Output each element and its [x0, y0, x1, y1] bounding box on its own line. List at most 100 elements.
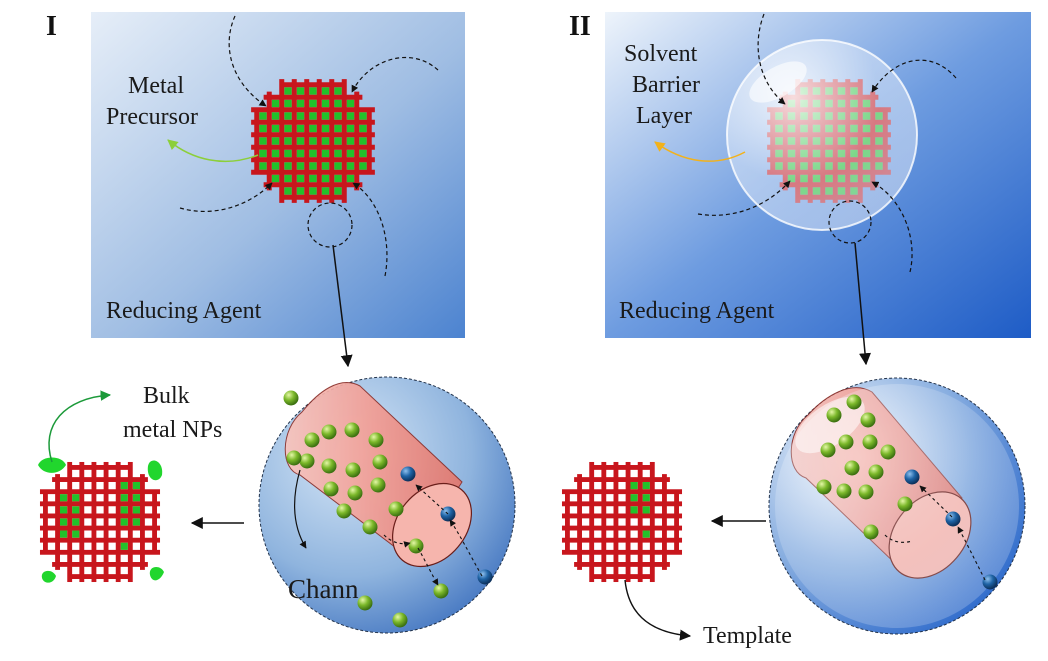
barrier-label-line2: Barrier	[632, 72, 700, 98]
framework-bar	[281, 194, 345, 200]
framework-pore	[108, 481, 116, 490]
framework-bar	[127, 461, 133, 583]
framework-pore	[84, 530, 92, 538]
framework-pore	[334, 124, 342, 133]
framework-pore	[47, 542, 56, 550]
framework-bar	[43, 491, 48, 553]
framework-pore	[296, 162, 305, 170]
green-particle	[321, 424, 337, 440]
framework-pore	[630, 506, 638, 514]
framework-pore	[618, 494, 626, 502]
framework-bar	[69, 465, 131, 470]
green-particle	[862, 434, 878, 450]
green-particle	[323, 481, 339, 497]
framework-pore	[630, 481, 638, 490]
framework-pore	[666, 494, 675, 502]
framework-pore	[618, 554, 626, 563]
framework-pore	[666, 530, 675, 538]
framework-pore	[72, 481, 80, 490]
template-framework	[561, 461, 683, 583]
framework-pore	[296, 124, 305, 133]
framework-pore	[642, 506, 650, 514]
framework-pore	[642, 494, 650, 502]
framework-pore	[309, 99, 317, 108]
green-particle	[368, 432, 384, 448]
framework-pore	[284, 87, 292, 95]
panel-i-reducing-agent-label: Reducing Agent	[106, 298, 262, 324]
framework-pore	[309, 124, 317, 133]
framework-pore	[132, 530, 141, 538]
panel-i-dashed-arrows	[179, 15, 439, 277]
framework-pore	[72, 518, 80, 526]
framework-pore	[321, 112, 330, 120]
framework-pore	[259, 162, 267, 170]
framework-pore	[120, 469, 128, 478]
framework-pore	[108, 542, 116, 550]
green-particle	[336, 503, 352, 519]
framework-pore	[96, 554, 104, 563]
framework-bar	[55, 474, 60, 570]
framework-pore	[359, 124, 367, 133]
framework-pore	[618, 518, 626, 526]
framework-pore	[132, 506, 141, 514]
framework-bar	[341, 79, 347, 203]
metal-precursor-label-line2: Precursor	[106, 104, 198, 130]
framework-pore	[642, 566, 650, 575]
framework-bar	[279, 79, 285, 203]
framework-pore	[346, 112, 355, 120]
framework-bar	[561, 501, 683, 507]
green-particle	[299, 453, 315, 469]
framework-pore	[654, 542, 663, 550]
panel-ii-roman: II	[569, 11, 591, 42]
framework-pore	[334, 187, 342, 195]
framework-pore	[321, 174, 330, 183]
framework-pore	[259, 137, 267, 145]
framework-pore	[96, 518, 104, 526]
framework-bar	[251, 107, 375, 113]
framework-pore	[581, 554, 590, 563]
framework-pore	[284, 124, 292, 133]
framework-pore	[359, 149, 367, 158]
green-particle	[838, 434, 854, 450]
framework-pore	[321, 149, 330, 158]
blue-particles-ii	[904, 469, 998, 590]
framework-pore	[96, 481, 104, 490]
bubble-highlight	[749, 61, 807, 103]
framework-bar	[79, 461, 85, 583]
template-arrow	[624, 579, 692, 641]
framework-bar	[67, 461, 73, 583]
framework-pore	[359, 112, 367, 120]
framework-pore	[72, 506, 80, 514]
panel-i-green-arrow	[167, 139, 259, 163]
framework-bar	[625, 461, 631, 583]
framework-pore	[309, 112, 317, 120]
framework-pore	[321, 87, 330, 95]
framework-bar	[565, 491, 570, 553]
framework-pore	[47, 494, 56, 502]
framework-pore	[84, 494, 92, 502]
green-particle	[820, 442, 836, 458]
framework-pore	[359, 162, 367, 170]
framework-pore	[59, 554, 68, 563]
framework-pore	[321, 187, 330, 195]
framework-pore	[594, 506, 602, 514]
framework-pore	[96, 469, 104, 478]
barrier-label-line3: Layer	[636, 103, 692, 129]
framework-pore	[271, 149, 280, 158]
framework-bar	[251, 132, 375, 138]
framework-bar	[591, 574, 653, 579]
framework-pore	[296, 149, 305, 158]
framework-pore	[654, 494, 663, 502]
metal-precursor-label-line1: Metal	[128, 73, 184, 99]
bulk-green-arrow	[48, 390, 112, 463]
channel-i-dashed-arrows	[383, 484, 483, 586]
framework-pore	[618, 530, 626, 538]
green-particle	[344, 422, 360, 438]
framework-pore	[654, 554, 663, 563]
framework-pore	[606, 506, 614, 514]
framework-pore	[284, 162, 292, 170]
framework-pore	[84, 469, 92, 478]
framework-pore	[321, 124, 330, 133]
framework-pore	[666, 542, 675, 550]
